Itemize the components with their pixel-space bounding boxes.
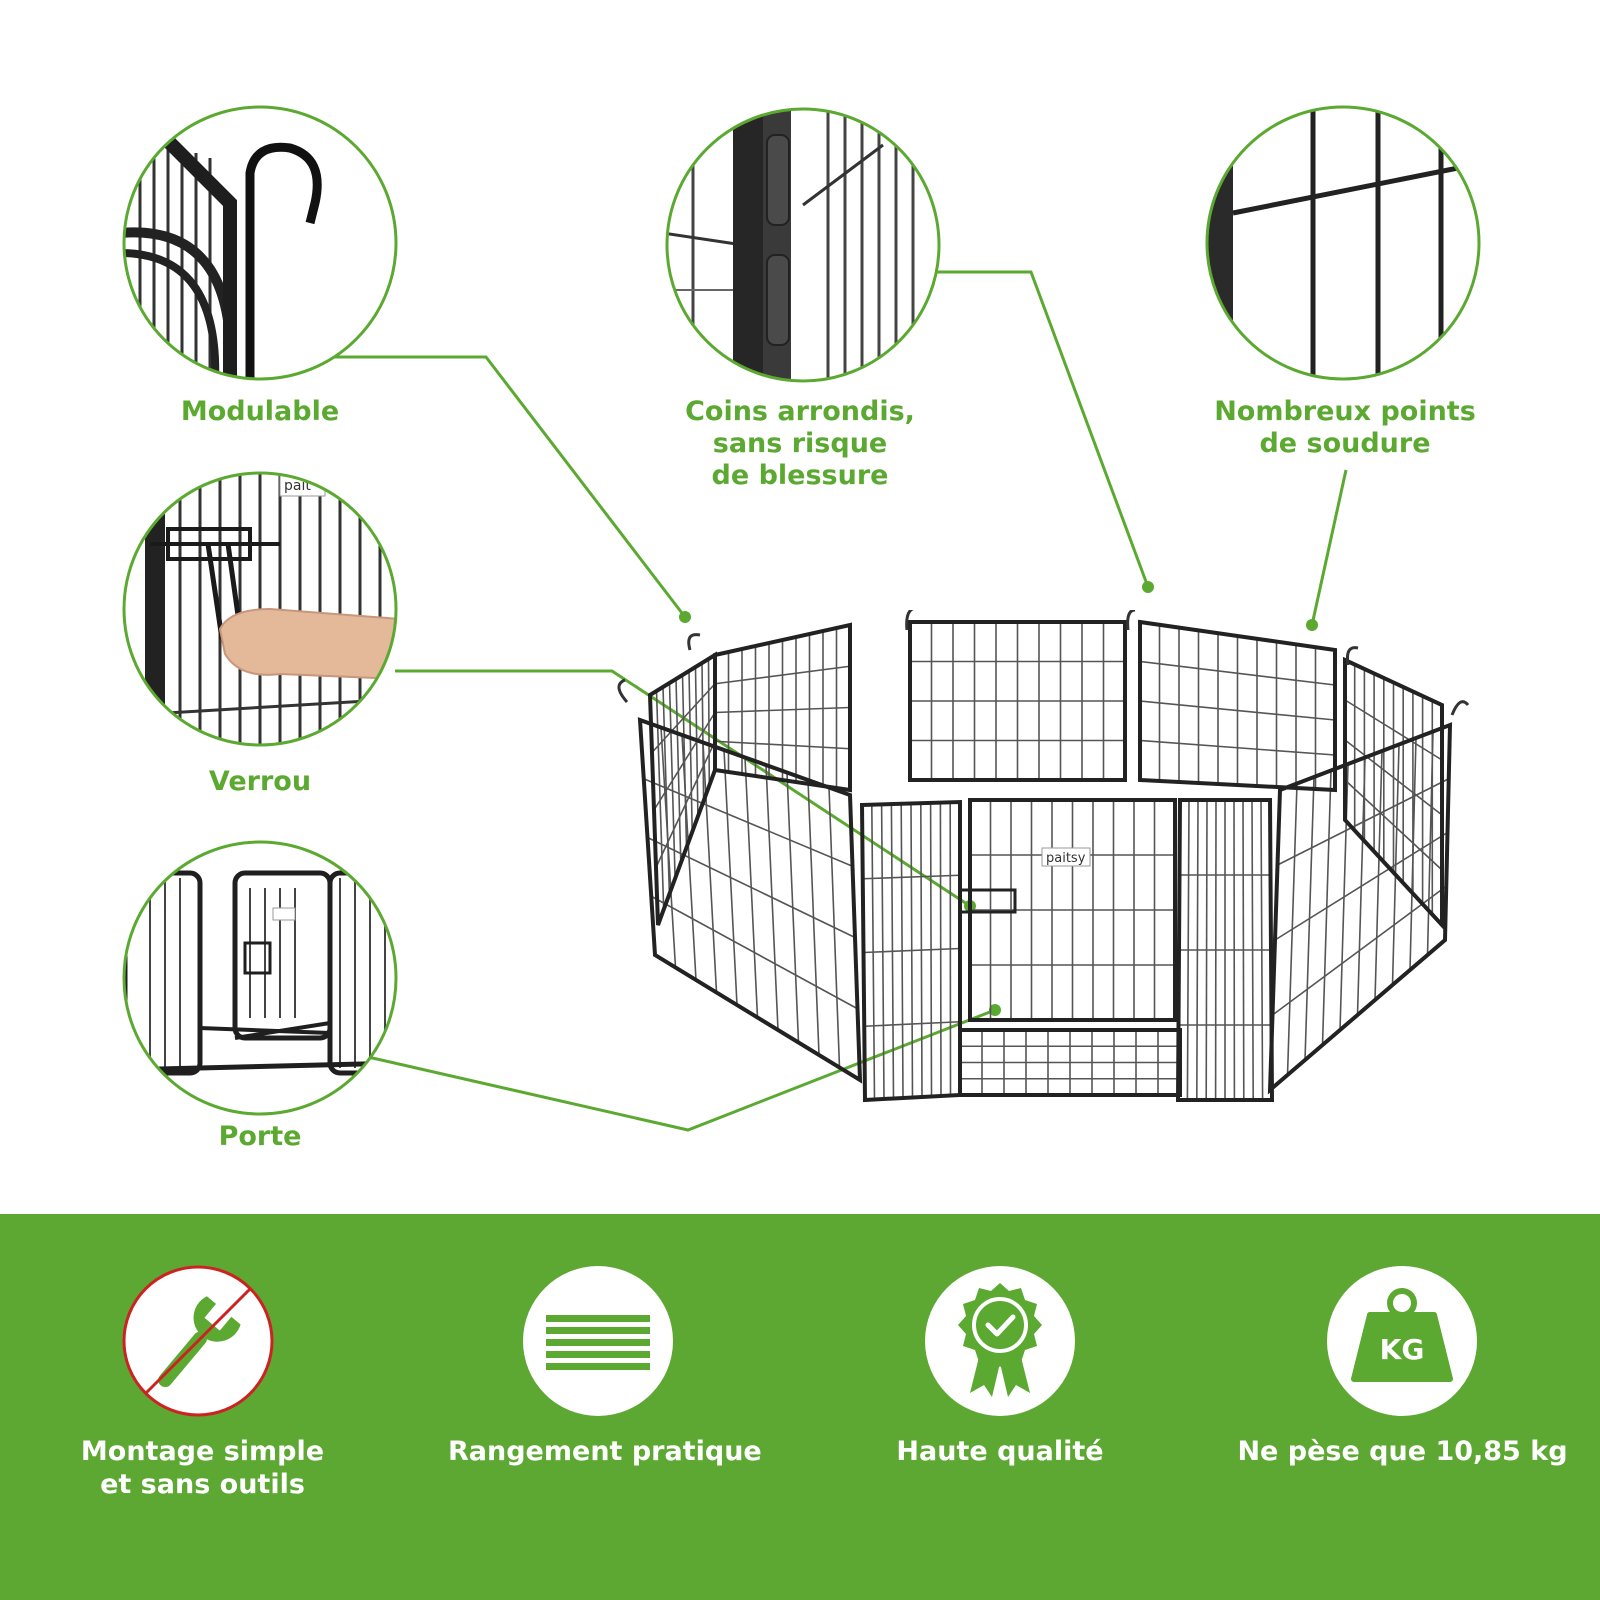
mesh-wire	[643, 778, 853, 867]
mesh-wire	[1344, 699, 1443, 761]
connector-modulable	[335, 355, 687, 618]
callout-label-coins: Coins arrondis, sans risque de blessure	[685, 396, 915, 491]
mesh-wire	[1139, 660, 1336, 686]
connector-coins	[922, 270, 1150, 588]
mesh-wire	[714, 740, 851, 750]
quality-badge-icon	[925, 1266, 1075, 1416]
mesh-wire	[647, 836, 856, 939]
mesh-wire	[1274, 831, 1448, 941]
weld-points-detail-photo	[1205, 105, 1481, 381]
callout-label-soudure: Nombreux points de soudure	[1214, 396, 1476, 459]
no-wrench-icon	[122, 1265, 274, 1417]
mesh-wire	[650, 895, 858, 1010]
hinge-corner-detail-photo	[665, 107, 941, 383]
stacked-panels-icon	[523, 1266, 673, 1416]
dot-coins	[1142, 581, 1154, 593]
brand-tag: paitsy	[1046, 851, 1086, 866]
mesh-wire	[1344, 779, 1443, 871]
door-detail-photo	[122, 840, 398, 1116]
kg-weight-icon: KG	[1327, 1266, 1477, 1416]
dot-porte	[989, 1004, 1001, 1016]
callout-label-porte: Porte	[218, 1121, 302, 1152]
feature-label-montage: Montage simple et sans outils	[80, 1436, 325, 1500]
mesh-wire	[863, 947, 961, 954]
mesh-wire	[714, 665, 851, 685]
mesh-wire	[1272, 885, 1447, 1016]
mesh-wire	[1344, 739, 1443, 816]
dot-soudure	[1306, 619, 1318, 631]
mesh-wire	[862, 874, 961, 880]
mesh-wire	[653, 712, 716, 811]
mesh-wire	[1277, 778, 1450, 866]
features-bar: KG Montage simple et sans outils Rangeme…	[0, 1214, 1600, 1600]
mesh-wire	[864, 1020, 961, 1028]
latch-detail-photo: pait	[122, 471, 398, 747]
mesh-wire	[1139, 700, 1336, 721]
hook-detail-photo	[122, 105, 398, 381]
callout-label-modulable: Modulable	[180, 396, 340, 427]
feature-label-rangement: Rangement pratique	[448, 1436, 762, 1467]
mesh-wire	[714, 706, 851, 714]
mesh-wire	[1139, 739, 1336, 756]
feature-label-qualite: Haute qualité	[896, 1436, 1104, 1467]
callout-label-verrou: Verrou	[208, 766, 312, 797]
dot-modulable	[679, 611, 691, 623]
octagonal-dog-playpen: paitsy	[617, 610, 1470, 1103]
connector-soudure	[1310, 469, 1348, 626]
feature-label-poids: Ne pèse que 10,85 kg	[1237, 1436, 1568, 1467]
kg-badge-text: KG	[1380, 1333, 1425, 1366]
